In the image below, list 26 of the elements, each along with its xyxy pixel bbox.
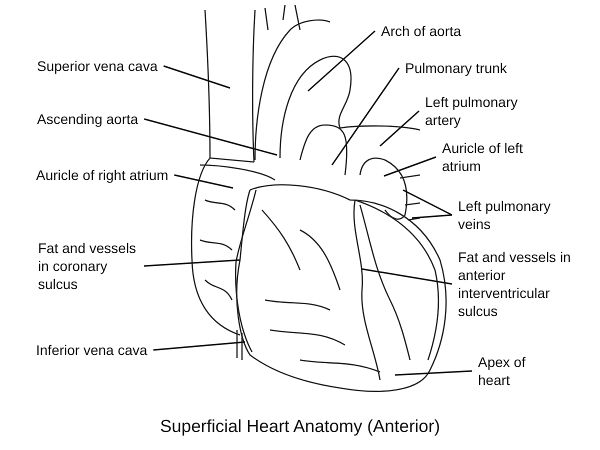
leader-line: [380, 110, 420, 147]
part-label: Left pulmonary veins: [458, 197, 552, 233]
leader-line: [412, 214, 452, 219]
leader-line: [308, 30, 376, 92]
part-label: Auricle of right atrium: [36, 166, 168, 184]
part-label: Ascending aorta: [37, 110, 138, 128]
leader-line: [153, 341, 246, 351]
part-label: Apex of heart: [478, 353, 526, 389]
leader-line: [362, 268, 452, 285]
caption: Superficial Heart Anatomy (Anterior): [160, 416, 440, 437]
part-label: Inferior vena cava: [36, 341, 148, 359]
part-label: Auricle of left atrium: [442, 139, 524, 175]
part-label: Superior vena cava: [37, 57, 158, 75]
leader-line: [174, 174, 234, 189]
part-label: Arch of aorta: [381, 22, 462, 40]
part-label: Left pulmonary artery: [425, 93, 519, 129]
leader-line: [402, 189, 452, 216]
leader-line: [384, 156, 436, 177]
part-label: Fat and vessels in anterior interventricular sulcus: [458, 248, 572, 320]
leader-line: [144, 259, 240, 267]
part-label: Pulmonary trunk: [405, 59, 507, 77]
leader-line: [163, 65, 230, 89]
part-label: Fat and vessels in coronary sulcus: [38, 239, 138, 293]
leader-line: [144, 118, 278, 156]
leader-line: [331, 68, 400, 166]
leader-line: [394, 370, 472, 376]
